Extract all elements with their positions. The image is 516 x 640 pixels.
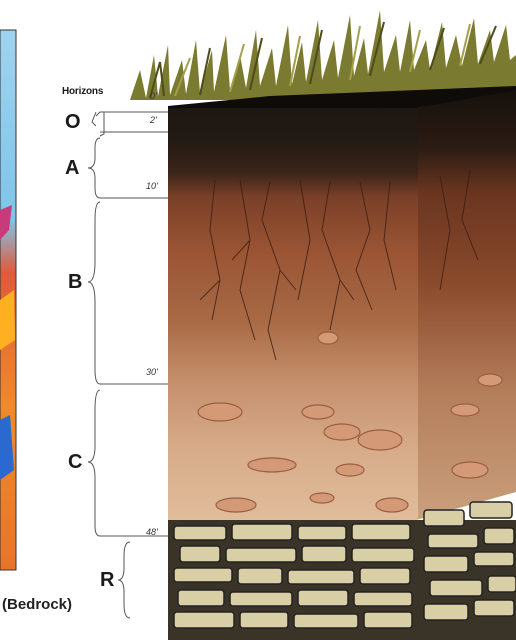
depth-mark-48: 48' xyxy=(146,527,158,537)
depth-mark-2: 2' xyxy=(150,115,157,125)
horizons-heading: Horizons xyxy=(62,86,103,97)
soil-front-face xyxy=(168,106,418,520)
depth-mark-30: 30' xyxy=(146,367,158,377)
horizon-b-label: B xyxy=(68,272,82,292)
horizon-c-label: C xyxy=(68,452,82,472)
bedrock-layer xyxy=(168,502,516,640)
soil-side-face xyxy=(416,88,516,520)
depth-mark-0: 0' xyxy=(150,91,157,101)
map-fragment xyxy=(0,30,16,570)
horizon-o-label: O xyxy=(65,112,81,132)
grass-layer xyxy=(130,10,516,100)
horizon-r-label: R xyxy=(100,570,114,590)
depth-mark-10: 10' xyxy=(146,181,158,191)
bedrock-note: (Bedrock) xyxy=(2,596,72,613)
horizon-a-label: A xyxy=(65,158,79,178)
